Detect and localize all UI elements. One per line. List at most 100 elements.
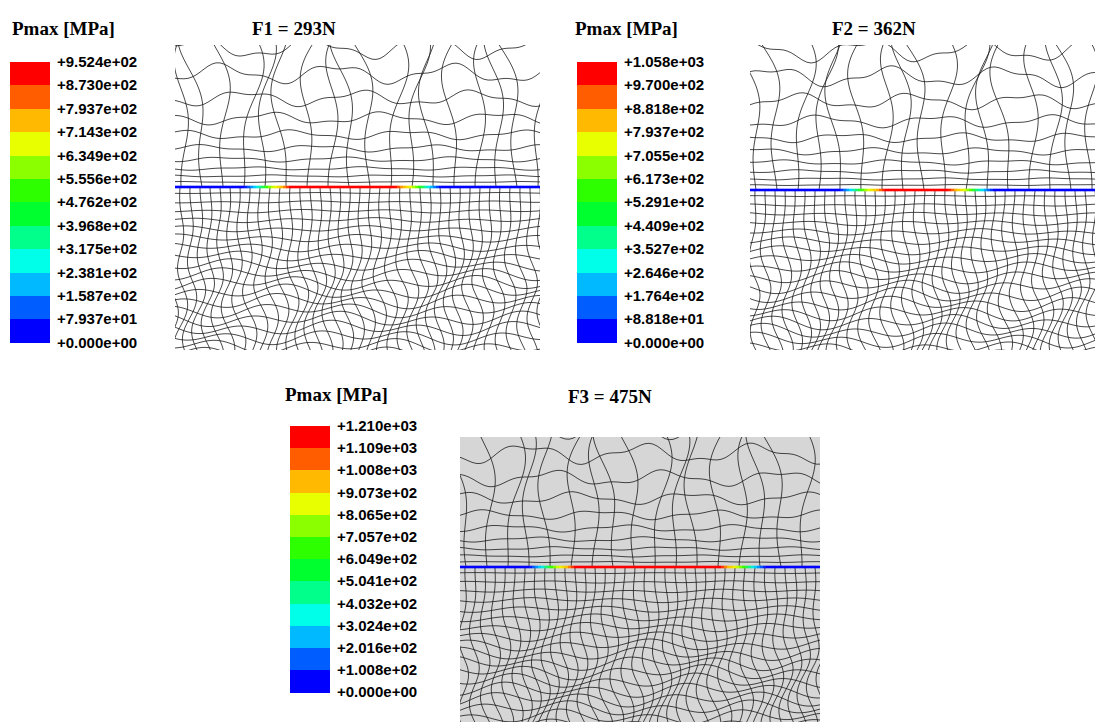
legend-value: +5.291e+02 [624,193,704,211]
contact-pressure-line [379,186,382,189]
mesh-line [460,639,820,651]
mesh-line [254,187,268,350]
contact-pressure-line [987,189,990,192]
contact-pressure-line [757,566,760,569]
contact-pressure-line [253,186,256,189]
contact-pressure-line [936,189,939,192]
contact-pressure-line [607,566,610,569]
contact-pressure-line [673,566,676,569]
contact-pressure-line [640,566,643,569]
contact-pressure-line [442,186,445,189]
contact-pressure-line [499,186,502,189]
legend-value: +1.008e+02 [337,661,417,679]
color-band [10,273,50,297]
mesh-line [750,66,1095,88]
contact-pressure-line [1068,189,1071,192]
mesh-line [588,567,602,722]
legend-value: +8.730e+02 [57,76,137,94]
color-band [577,202,617,226]
mesh-line [175,302,540,317]
contact-pressure-line [993,189,996,192]
contact-pressure-line [535,566,538,569]
contact-pressure-line [703,566,706,569]
mesh-line [654,437,672,567]
mesh-line [847,190,858,350]
contact-pressure-line [193,186,196,189]
mesh [460,437,820,722]
mesh-line [276,187,289,350]
mesh-line [901,190,913,350]
contact-pressure-line [1020,189,1023,192]
mesh-line [750,229,1095,235]
contact-pressure-line [733,566,736,569]
contact-pressure-line [316,186,319,189]
contact-pressure-line [679,566,682,569]
contact-pressure-line [688,566,691,569]
color-band [290,470,330,493]
contact-pressure-line [502,186,505,189]
contact-pressure-line [652,566,655,569]
contact-pressure-line [307,186,310,189]
mesh-line [588,437,599,567]
mesh-line [750,133,1095,143]
color-band [10,132,50,156]
contact-pressure-line [436,186,439,189]
mesh-line [750,204,1095,206]
contact-pressure-line [214,186,217,189]
mesh-line [1048,45,1074,190]
mesh-line [175,45,540,60]
model-background [460,437,820,722]
mesh-line [418,45,435,187]
mesh-line [474,45,486,187]
contact-pressure-line [763,566,766,569]
contact-pressure-line [706,566,709,569]
contact-pressure-line [1065,189,1068,192]
contact-pressure-line [996,189,999,192]
mesh-line [782,190,793,350]
mesh-line [175,226,540,232]
contact-pressure-line [541,566,544,569]
contact-pressure-line [619,566,622,569]
color-band [577,132,617,156]
contact-pressure-line [391,186,394,189]
contact-pressure-line [646,566,649,569]
mesh-line [1045,45,1063,190]
mesh-line [928,190,942,350]
contact-pressure-line [694,566,697,569]
legend-value: +6.049e+02 [337,550,417,568]
contact-pressure-line [754,566,757,569]
mesh-line [977,190,991,350]
contact-pressure-line [1032,189,1035,192]
mesh-line [390,45,409,187]
contact-pressure-line [319,186,322,189]
contact-pressure-line [514,566,517,569]
panel-label: Pmax [MPa] [575,18,678,40]
mesh-line [750,45,760,190]
mesh-line [946,190,960,350]
mesh-line [750,237,1095,245]
contact-pressure-line [912,189,915,192]
contact-pressure-line [873,189,876,192]
contact-pressure-line [346,186,349,189]
contact-pressure-line [1089,189,1092,192]
contact-pressure-line [1053,189,1056,192]
contact-pressure-line [262,186,265,189]
color-band [577,296,617,320]
mesh-line [1083,45,1095,190]
mesh-line [750,148,1095,155]
contact-pressure-line [562,566,565,569]
mesh-line [640,567,654,722]
mesh-line [796,45,816,190]
contact-pressure-line [301,186,304,189]
contact-pressure-line [724,566,727,569]
contact-pressure-line [840,189,843,192]
contact-pressure-line [727,566,730,569]
contact-pressure-line [775,566,778,569]
contact-pressure-line [592,566,595,569]
contact-pressure-line [208,186,211,189]
panel-label: Pmax [MPa] [285,384,388,406]
mesh-line [491,567,504,722]
mesh-line [740,567,754,722]
mesh-line [1067,190,1081,350]
mesh-line [175,201,540,203]
